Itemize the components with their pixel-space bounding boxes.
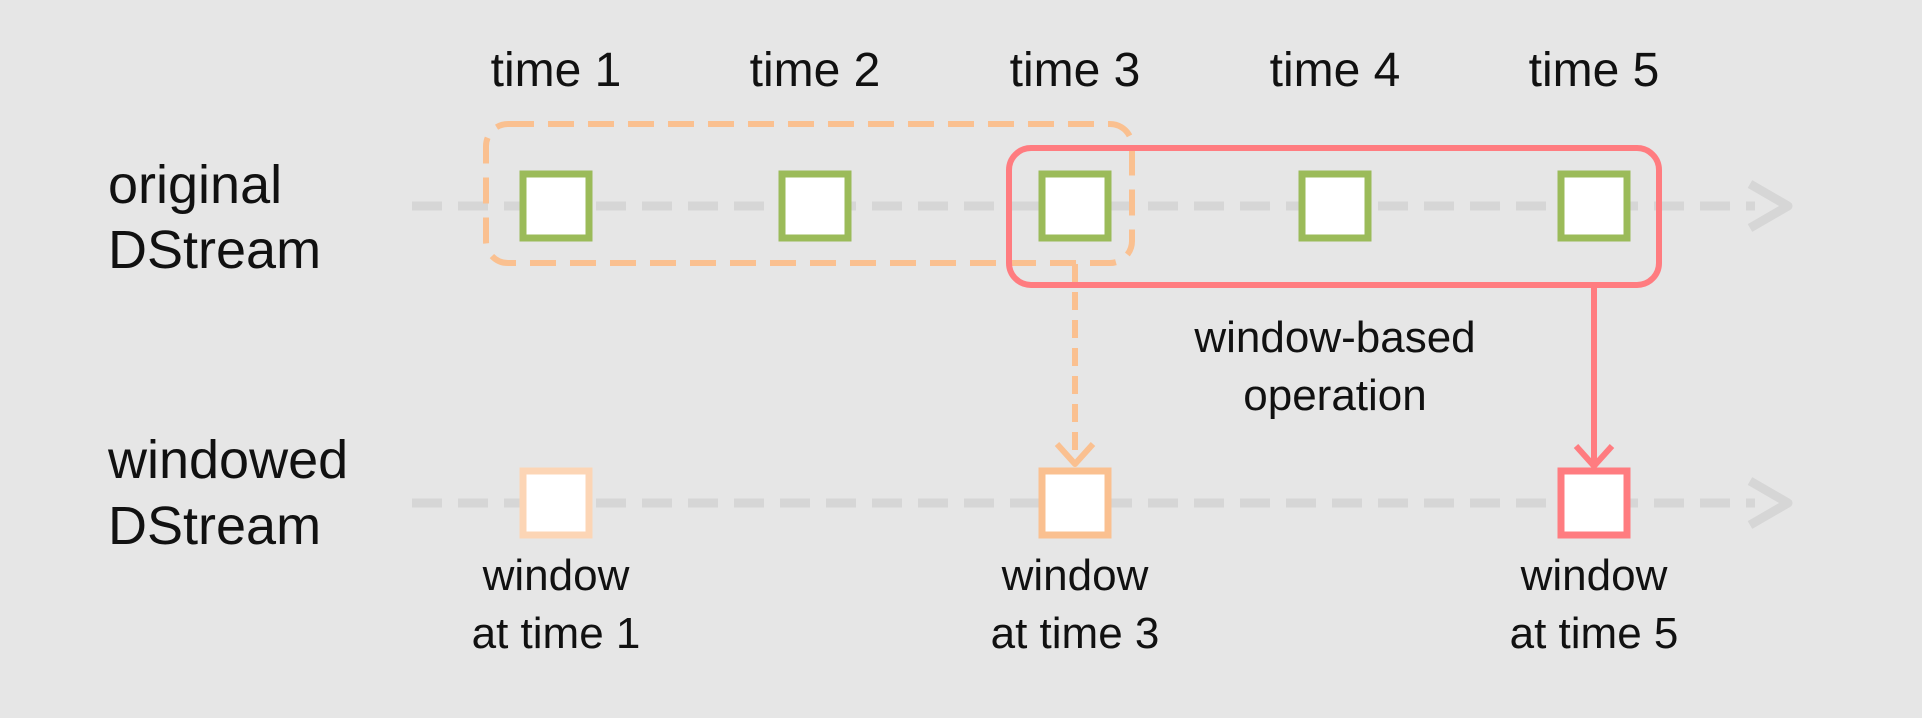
original-rdd-time-2 bbox=[778, 170, 852, 242]
windowed-dstream-label-line2: DStream bbox=[108, 496, 321, 556]
windowed-rdd-time-5 bbox=[1557, 467, 1631, 539]
original-dstream-label-line1: original bbox=[108, 155, 282, 215]
original-rdd-time-3 bbox=[1038, 170, 1112, 242]
window-label-time-3-line2: at time 3 bbox=[991, 609, 1160, 658]
operation-label-line1: window-based bbox=[1193, 313, 1475, 362]
window-label-time-3-line1: window bbox=[1001, 551, 1149, 600]
window-label-time-1-line1: window bbox=[482, 551, 630, 600]
window-time-5-box bbox=[1006, 145, 1662, 288]
time-label-5: time 5 bbox=[1529, 44, 1660, 97]
window-time-3-arrow bbox=[1054, 264, 1096, 467]
window-time-5-arrow bbox=[1573, 286, 1615, 469]
original-rdd-time-5 bbox=[1557, 170, 1631, 242]
time-label-2: time 2 bbox=[750, 44, 881, 97]
original-dstream-label-line2: DStream bbox=[108, 220, 321, 280]
windowed-rdd-time-1 bbox=[519, 467, 593, 539]
operation-label-line2: operation bbox=[1243, 371, 1426, 420]
window-label-time-1-line2: at time 1 bbox=[472, 609, 641, 658]
original-rdd-time-4 bbox=[1298, 170, 1372, 242]
windowed-rdd-time-3 bbox=[1038, 467, 1112, 539]
windowed-dstream-label-line1: windowed bbox=[107, 430, 348, 490]
time-label-1: time 1 bbox=[491, 44, 622, 97]
window-label-time-5-line2: at time 5 bbox=[1510, 609, 1679, 658]
window-label-time-5-line1: window bbox=[1520, 551, 1668, 600]
window-time-3-box bbox=[483, 121, 1135, 266]
time-label-3: time 3 bbox=[1010, 44, 1141, 97]
original-rdd-time-1 bbox=[519, 170, 593, 242]
time-label-4: time 4 bbox=[1270, 44, 1401, 97]
